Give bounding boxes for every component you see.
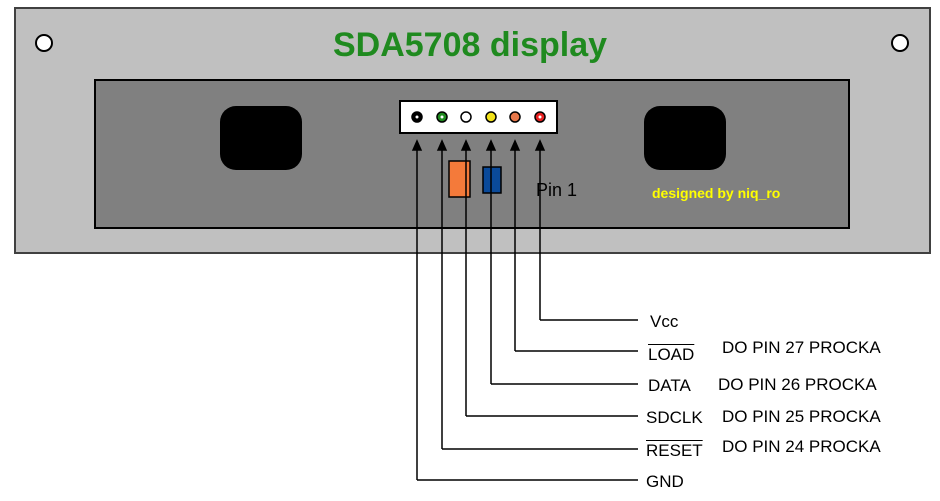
pin1-label: Pin 1 [536,180,578,200]
signal-label-data: DATA [648,376,691,395]
connector-pin [460,111,472,123]
connector-pin [485,111,497,123]
connector-pins [411,111,546,123]
connector-pin [509,111,521,123]
signal-note-data: DO PIN 26 PROCKA [718,375,877,394]
signal-wire [416,142,638,481]
wire-arrow [485,139,497,151]
signal-note-reset: DO PIN 24 PROCKA [722,437,881,456]
mounting-hole-left [35,34,53,52]
wire-arrow [460,139,472,151]
pin-connector [399,100,558,134]
wire-arrow [411,139,423,151]
page-title: SDA5708 display [332,26,608,64]
signal-label-sdclk: SDCLK [646,408,703,427]
signal-label-reset: RESET [646,441,703,460]
signal-wire [465,142,638,417]
mounting-hole-right [891,34,909,52]
wire-arrow [509,139,521,151]
signal-wires [411,139,638,481]
signal-label-load: LOAD [648,345,695,364]
signal-wire [441,142,638,450]
signal-label-vcc: Vcc [650,312,679,331]
signal-wire [490,142,638,385]
signal-wire [514,142,638,352]
signal-label-gnd: GND [646,472,684,491]
signal-note-load: DO PIN 27 PROCKA [722,338,881,357]
wire-arrow [534,139,546,151]
wire-arrow [436,139,448,151]
display-window-right [644,106,726,170]
connector-pin-dot [440,115,444,119]
signal-wire [539,142,638,321]
display-window-left [220,106,302,170]
signal-note-sdclk: DO PIN 25 PROCKA [722,407,881,426]
resistor [448,160,471,198]
credit-text: designed by niq_ro [652,185,781,201]
connector-pin-dot [415,115,419,119]
connector-pin-dot [538,115,542,119]
capacitor [482,166,502,194]
